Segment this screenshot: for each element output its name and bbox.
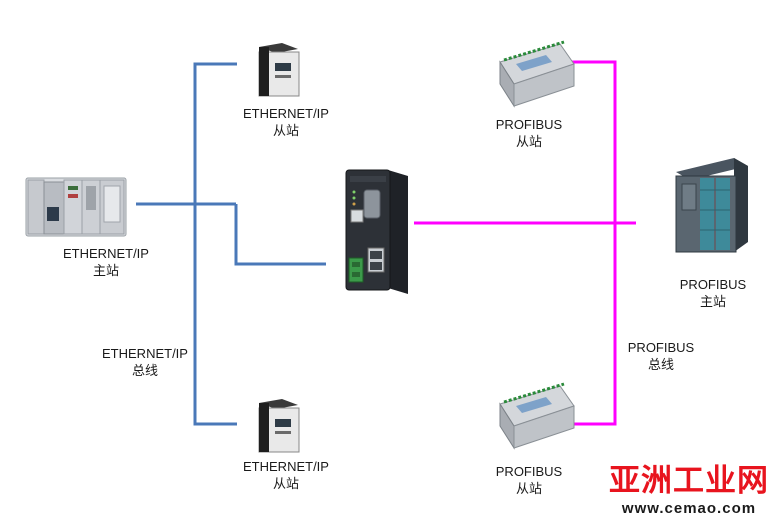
io-module-icon-bottom <box>499 382 575 450</box>
eth-master-line2: 主站 <box>92 263 119 278</box>
eth-gateway-link <box>234 204 326 266</box>
eth-trunk-top-branch <box>193 62 237 426</box>
watermark-cn-text: 亚洲工业网 <box>609 463 769 499</box>
watermark-logo: 亚洲工业网 www.cemao.com <box>598 462 780 526</box>
eth-bus-line2: 总线 <box>131 363 158 378</box>
pb-master-line2: 主站 <box>699 294 726 309</box>
ethernet-bus-lines <box>136 62 326 426</box>
pb-bus-line2: 总线 <box>647 357 674 372</box>
pb-master-line1: PROFIBUS <box>679 277 747 292</box>
eth-slave-top-line1: ETHERNET/IP <box>243 106 329 121</box>
eth-slave-bottom-label: ETHERNET/IP 从站 <box>226 458 346 492</box>
eth-slave-bottom-line1: ETHERNET/IP <box>243 459 329 474</box>
eth-slave-top-line2: 从站 <box>272 123 299 138</box>
pb-master-label: PROFIBUS 主站 <box>663 276 763 310</box>
drive-module-icon-bottom <box>258 399 300 453</box>
eth-bus-line1: ETHERNET/IP <box>102 346 188 361</box>
pb-bus-line1: PROFIBUS <box>627 340 695 355</box>
eth-slave-top-label: ETHERNET/IP 从站 <box>226 105 346 139</box>
eth-master-label: ETHERNET/IP 主站 <box>46 245 166 279</box>
watermark-url-text: www.cemao.com <box>621 500 757 517</box>
pb-trunk <box>572 60 617 426</box>
plc-rack-icon <box>25 177 127 237</box>
pb-slave-bottom-line2: 从站 <box>515 481 542 496</box>
pb-slave-bottom-line1: PROFIBUS <box>495 464 563 479</box>
pb-slave-top-line2: 从站 <box>515 134 542 149</box>
drive-module-icon-top <box>258 43 300 97</box>
siemens-plc-icon <box>675 158 748 253</box>
pb-bus-label: PROFIBUS 总线 <box>611 339 711 373</box>
pb-slave-top-line1: PROFIBUS <box>495 117 563 132</box>
eth-bus-label: ETHERNET/IP 总线 <box>85 345 205 379</box>
pb-slave-top-label: PROFIBUS 从站 <box>479 116 579 150</box>
eth-master-line1: ETHERNET/IP <box>63 246 149 261</box>
profibus-bus-lines <box>414 60 636 426</box>
pb-slave-bottom-label: PROFIBUS 从站 <box>479 463 579 497</box>
io-module-icon-top <box>499 40 575 108</box>
eth-slave-bottom-line2: 从站 <box>272 476 299 491</box>
protocol-gateway-icon <box>345 169 408 294</box>
